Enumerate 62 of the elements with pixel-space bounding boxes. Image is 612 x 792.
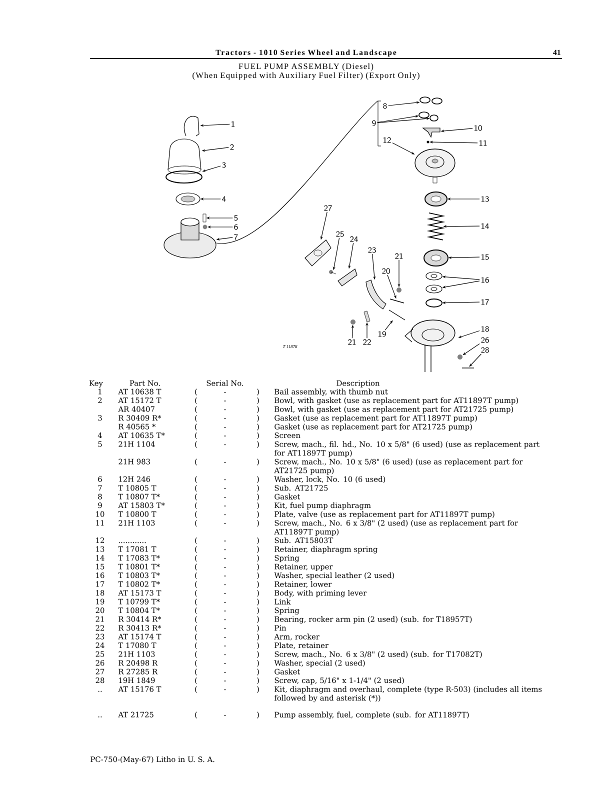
callout-number: 28 bbox=[481, 347, 489, 353]
screw bbox=[426, 140, 430, 144]
retainer-plate bbox=[338, 268, 358, 286]
link bbox=[388, 310, 406, 320]
callout-number: 5 bbox=[234, 215, 238, 221]
washer bbox=[426, 272, 442, 280]
callout-number: 18 bbox=[481, 326, 489, 332]
gasket-ring bbox=[430, 114, 438, 122]
gasket-ring bbox=[420, 96, 442, 104]
callout-number: 22 bbox=[363, 339, 371, 345]
callout-number: 23 bbox=[368, 247, 376, 253]
gasket bbox=[304, 240, 332, 266]
callout-number: 16 bbox=[481, 277, 489, 283]
retainer bbox=[424, 250, 448, 266]
callout-number: 3 bbox=[222, 162, 226, 168]
callout-number: 2 bbox=[230, 144, 234, 150]
callout-number: 4 bbox=[222, 196, 226, 202]
callout-number: 19 bbox=[378, 331, 386, 337]
callout-number: 27 bbox=[324, 205, 332, 211]
assembly-line bbox=[216, 100, 378, 244]
pump-body bbox=[404, 320, 456, 372]
retainer bbox=[424, 192, 448, 206]
washer bbox=[426, 284, 442, 294]
bearing bbox=[350, 320, 356, 324]
callout-number: 17 bbox=[481, 299, 489, 305]
screen bbox=[176, 192, 200, 206]
spring bbox=[426, 212, 446, 240]
screw bbox=[329, 270, 336, 274]
pin bbox=[364, 310, 370, 322]
bowl bbox=[168, 138, 202, 174]
callout-number: 9 bbox=[372, 120, 376, 126]
callout-number: 24 bbox=[350, 236, 358, 242]
callout-number: 12 bbox=[383, 137, 391, 143]
callout-number: 10 bbox=[474, 125, 482, 131]
callout-number: 1 bbox=[232, 121, 235, 127]
retainer bbox=[426, 298, 442, 308]
gasket-ring bbox=[418, 112, 430, 118]
callout-number: 11 bbox=[479, 140, 487, 146]
bearing bbox=[396, 288, 402, 292]
callout-number: 13 bbox=[481, 196, 489, 202]
diaphragm-plate bbox=[414, 148, 456, 184]
rocker-arm bbox=[366, 280, 386, 310]
lock-washer bbox=[202, 224, 208, 230]
callout-number: 20 bbox=[382, 268, 390, 274]
subtitle: (When Equipped with Auxiliary Fuel Filter) (Export Only) bbox=[192, 72, 420, 80]
callout-number: 21 bbox=[348, 339, 356, 345]
callout-number: 6 bbox=[234, 224, 238, 230]
washer bbox=[458, 354, 462, 360]
callout-number: 14 bbox=[481, 223, 489, 229]
spring bbox=[390, 298, 404, 304]
callout-number: 21 bbox=[395, 253, 403, 259]
bail bbox=[184, 116, 200, 136]
callout-number: 8 bbox=[383, 103, 387, 109]
callout-number: 25 bbox=[336, 231, 344, 237]
screw bbox=[202, 214, 206, 222]
gasket-ring bbox=[166, 170, 202, 184]
callout-number: 15 bbox=[481, 254, 489, 260]
bracket bbox=[378, 100, 382, 146]
callout-number: 7 bbox=[234, 234, 238, 240]
title: FUEL PUMP ASSEMBLY (Diesel) bbox=[238, 63, 374, 71]
pump-body bbox=[164, 218, 216, 258]
callout-number: 26 bbox=[481, 337, 489, 343]
